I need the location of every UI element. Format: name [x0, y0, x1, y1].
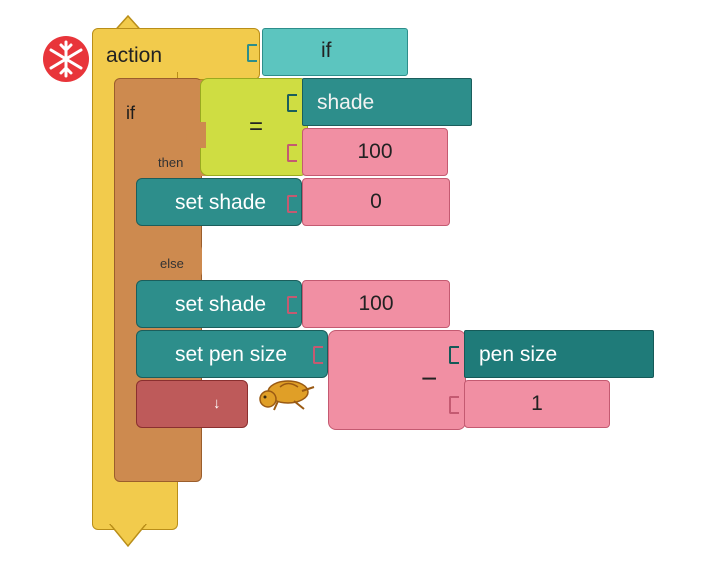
shade-plug [287, 94, 297, 112]
number-1-plug [449, 396, 459, 414]
if-slot-plug [247, 44, 257, 62]
set-shade-else-label: set shade [175, 293, 267, 316]
number-100-plug [287, 144, 297, 162]
action-label: action [106, 44, 163, 67]
equals-operator: = [249, 113, 264, 140]
action-bottom-cap [109, 524, 147, 548]
set-pen-size-block[interactable]: set pen size [136, 330, 328, 378]
then-label: then [158, 155, 184, 170]
minus-block[interactable]: − [328, 330, 466, 430]
number-1[interactable]: 1 [464, 380, 610, 428]
number-100-else[interactable]: 100 [302, 280, 450, 328]
if-slot-label: if [321, 39, 332, 62]
set-pen-size-label: set pen size [175, 343, 288, 366]
placeholder-arrow: ↓ [213, 395, 221, 412]
shade-getter[interactable]: shade [302, 78, 472, 126]
set-shade-block-then[interactable]: set shade [136, 178, 302, 226]
number-100-condition-value: 100 [357, 140, 393, 163]
equals-notch [186, 122, 206, 148]
set-shade-then-label: set shade [175, 191, 267, 214]
close-icon [43, 36, 89, 82]
empty-statement-placeholder[interactable]: ↓ [136, 380, 248, 428]
if-label: if [126, 103, 135, 123]
number-0-value: 0 [370, 190, 382, 213]
close-button[interactable] [42, 35, 90, 83]
set-shade-block-else[interactable]: set shade [136, 280, 302, 328]
else-header [160, 244, 202, 278]
number-100-else-plug [287, 296, 297, 314]
number-0[interactable]: 0 [302, 178, 450, 226]
number-100-condition[interactable]: 100 [302, 128, 448, 176]
shade-label: shade [317, 91, 375, 114]
minus-operator: − [421, 363, 438, 394]
if-slot[interactable]: if [262, 28, 408, 76]
number-1-value: 1 [531, 392, 543, 415]
else-label: else [160, 256, 184, 271]
minus-plug [313, 346, 323, 364]
number-100-else-value: 100 [358, 292, 394, 315]
pen-size-plug [449, 346, 459, 364]
pen-size-getter[interactable]: pen size [464, 330, 654, 378]
number-0-plug [287, 195, 297, 213]
pen-size-getter-label: pen size [479, 343, 558, 366]
turtle-icon [259, 380, 315, 411]
